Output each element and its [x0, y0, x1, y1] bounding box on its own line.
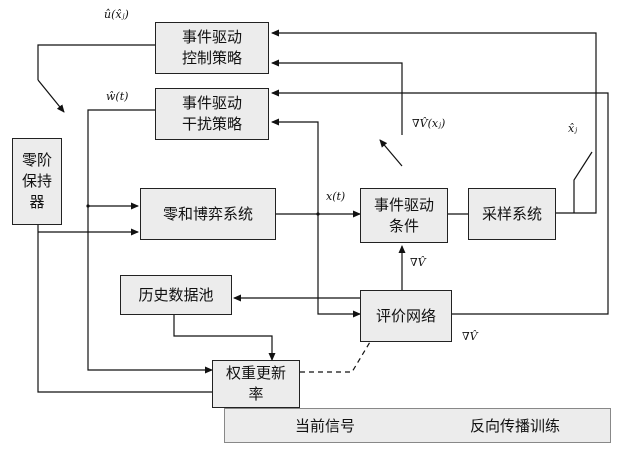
zoh-box: 零阶保持器	[12, 138, 62, 225]
switch-line-sampling	[573, 151, 593, 213]
line-event-to-control	[271, 59, 403, 135]
line-disturbance-out	[87, 109, 213, 374]
legend-backprop-training: 反向传播训练	[470, 417, 561, 435]
sampling-system-box: 采样系统	[468, 188, 556, 240]
line-critic-right-up	[271, 89, 609, 315]
label-x-hat-j: x̂ⱼ	[568, 122, 577, 135]
line-zoh-bottom	[37, 225, 212, 393]
junction-dot	[86, 204, 90, 208]
label-grad-v-xj: ∇V̂(xⱼ)	[412, 117, 445, 130]
control-policy-box: 事件驱动控制策略	[155, 22, 269, 74]
line-history-to-weight	[173, 315, 276, 361]
junction-dot	[316, 212, 320, 216]
critic-network-box: 评价网络	[360, 290, 452, 342]
line-system-to-critic	[317, 214, 361, 318]
event-condition-box: 事件驱动条件	[360, 188, 448, 243]
weight-update-box: 权重更新率	[212, 360, 300, 408]
switch-line-event	[379, 139, 403, 167]
history-pool-box: 历史数据池	[120, 275, 232, 315]
label-grad-v-mid: ∇V̂	[410, 256, 427, 269]
switch-line-control	[37, 79, 65, 113]
line-control-output	[37, 44, 155, 80]
line-sampling-to-control	[271, 29, 597, 214]
legend-current-signal: 当前信号	[295, 417, 356, 435]
disturbance-policy-box: 事件驱动干扰策略	[155, 88, 269, 140]
line-event-to-disturbance	[271, 118, 319, 214]
legend-panel: 当前信号 反向传播训练	[224, 408, 611, 443]
label-x-t: x(t)	[326, 190, 345, 203]
zero-sum-system-box: 零和博弈系统	[140, 188, 276, 240]
label-w-hat: ŵ(t)	[106, 90, 128, 103]
label-u-hat: û(x̂ⱼ)	[104, 8, 129, 21]
label-grad-v-right: ∇V̂	[462, 330, 479, 343]
